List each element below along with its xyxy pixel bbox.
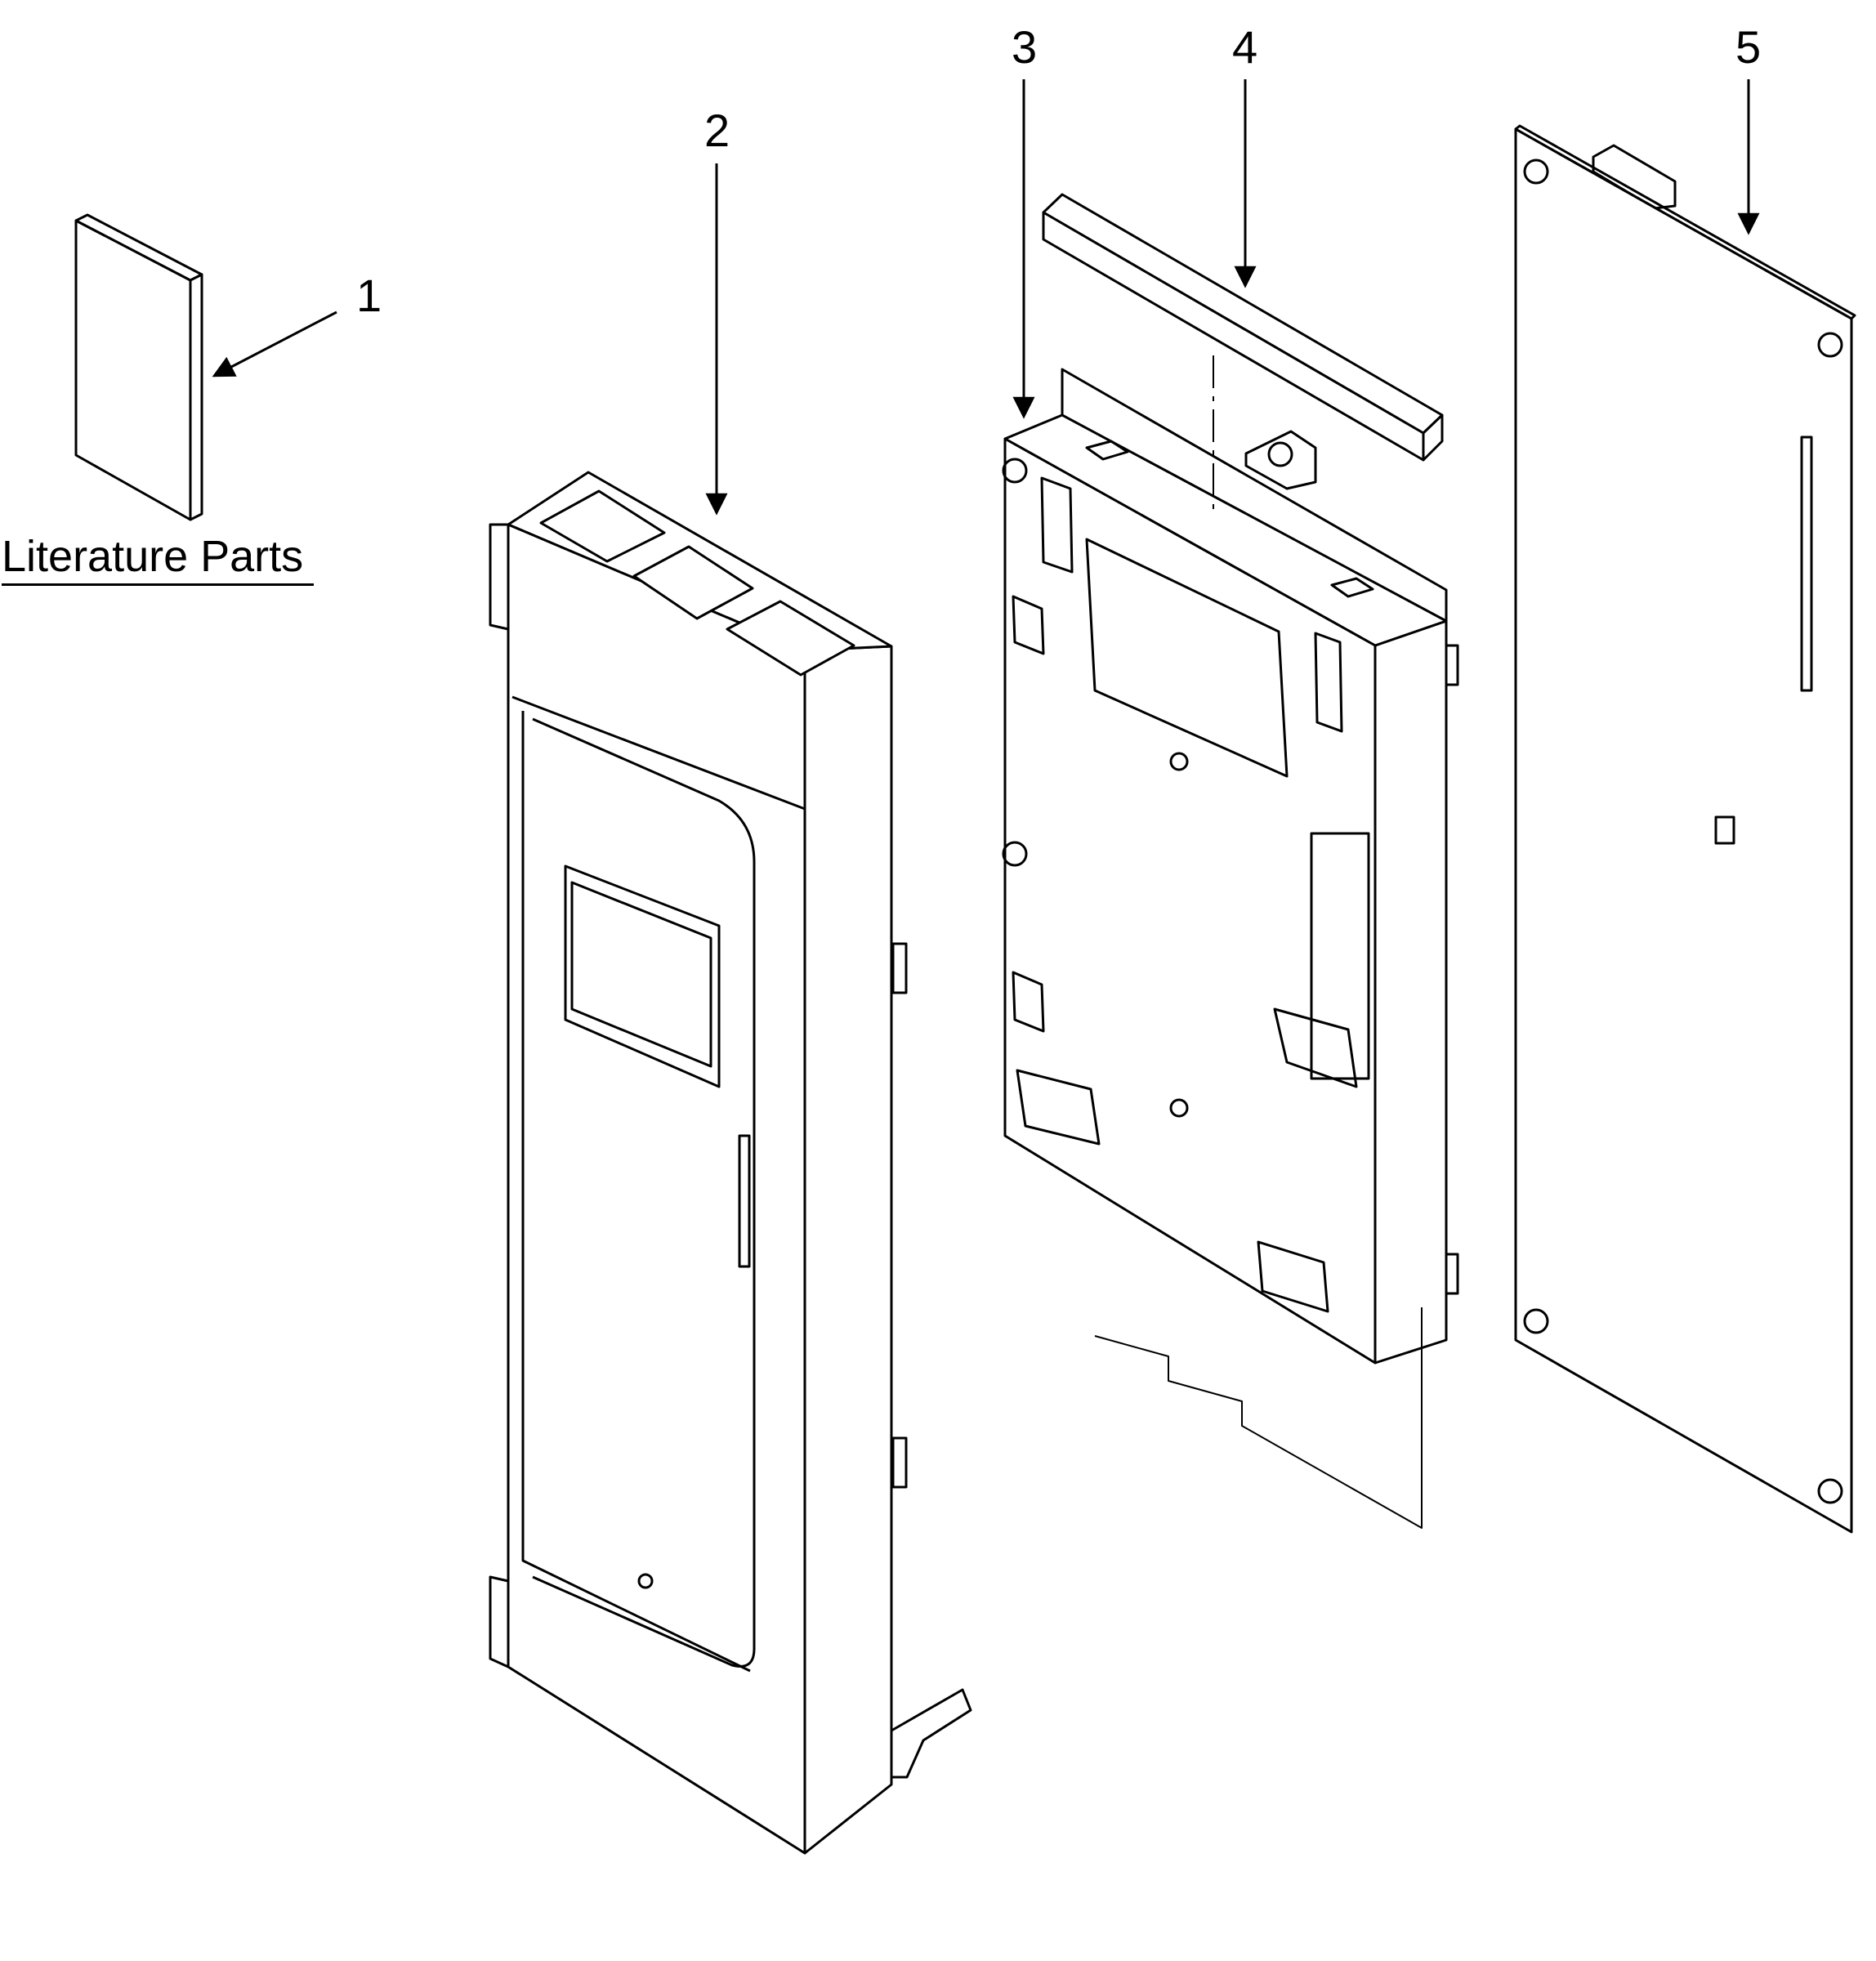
callout-4: 4 [1232, 21, 1258, 73]
literature-parts-label: Literature Parts [2, 532, 304, 581]
callout-1: 1 [356, 270, 382, 321]
part-2-control-panel-frame [489, 471, 972, 1855]
part-5-control-board [1514, 124, 1856, 1534]
literature-parts-underline [2, 583, 314, 586]
part-1-literature-booklet [74, 213, 203, 521]
part-3-board-bracket [1002, 355, 1459, 1529]
part-4-spacer-bar [1042, 193, 1444, 462]
callout-3: 3 [1012, 21, 1038, 73]
callout-5: 5 [1735, 21, 1762, 73]
leader-arrow-1 [212, 310, 337, 377]
callout-2: 2 [704, 105, 730, 156]
